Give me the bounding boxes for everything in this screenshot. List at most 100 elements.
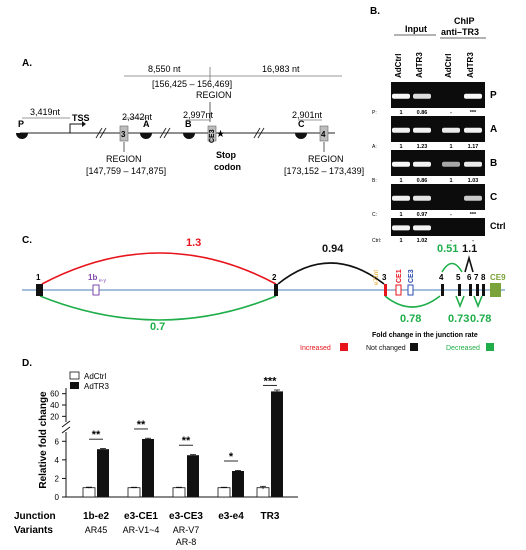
gel-quant-value: *** [470,212,477,218]
exon-ce3 [407,284,414,296]
legend-decreased-swatch [486,343,494,351]
category-label: e3-e4 [218,511,244,522]
gel-quant-value: 1.02 [417,238,428,244]
y-axis-label: Relative fold change [38,391,49,489]
exon-7 [476,284,479,296]
exon-6 [469,284,472,296]
exon-ce3-label: CE3 [408,269,415,283]
chart-category-labels: 1b-e2AR45e3-CE1AR-V1~4e3-CE3AR-V7AR-8e3-… [83,511,280,547]
gel-row-label: A [490,124,497,135]
region-main-label: REGION [196,90,232,100]
variant-label: AR-V1~4 [123,525,160,535]
legend-adtr3-swatch [70,382,79,389]
exon-ce9-label: CE9 [490,273,506,282]
category-label: TR3 [261,511,280,522]
exon-5 [458,284,461,296]
legend-increased-label: Increased [300,345,331,352]
exon-4-box [319,125,329,142]
legend-decreased-label: Decreased [446,345,480,352]
lane-label-1: AdTR3 [415,52,424,78]
fold-1-3: 1.3 [186,237,201,249]
variant-label: AR45 [85,525,108,535]
exon-6-label: 6 [467,273,472,282]
gel-quant-value: *** [470,110,477,116]
gel-row-prefix: Ctrl: [372,238,381,244]
category-label: e3-CE3 [169,511,203,522]
fold-1-1: 1.1 [462,243,477,255]
ce3-box [207,125,217,142]
gel-row-label: C [490,192,497,203]
gel-quant-value: 0.86 [417,178,428,184]
exon-7-label: 7 [474,273,479,282]
gel-quant-value: 1 [399,238,402,244]
significance-label: ** [92,429,101,441]
gel-quant-value: - [450,212,452,218]
gel-quant-value: 1 [399,110,402,116]
arc-4-5-green [441,262,463,273]
gel-quant-value: 1 [399,144,402,150]
panel-c-letter: C. [22,235,32,246]
arc-1-2-green [39,295,277,321]
significance-label: * [229,451,234,463]
gel-quant-value: - [450,238,452,244]
exon-1 [36,284,43,296]
site-a-marker [140,133,152,139]
exon-3 [384,284,387,296]
chart-bars: ********** [82,375,283,498]
span-left-label: 8,550 nt [148,64,181,74]
stop-codon-line1: Stop [216,150,236,160]
arc-1b-2-red [41,252,277,285]
bar-adtr3-1 [142,438,154,497]
category-label: 1b-e2 [83,511,110,522]
gel-band [464,93,482,99]
gel-quant-value: 0.97 [417,212,428,218]
legend-adctrl-label: AdCtrl [84,372,106,381]
legend-increased-swatch [340,343,348,351]
gel-band [442,161,460,167]
gel-quant-value: - [450,110,452,116]
legend-adctrl-swatch [69,371,80,380]
panel-a-letter: A. [22,58,32,69]
fold-0-7: 0.7 [150,321,165,333]
gel-row-prefix: A: [372,144,377,150]
y-tick-label: 0 [55,493,60,502]
gel-quant-value: 0.86 [417,110,428,116]
variant-label-line2: AR-8 [176,537,197,547]
stop-codon-line2: codon [214,162,241,172]
exon-3-label: 3 [121,130,126,139]
exon-1b-label: 1b [88,273,97,282]
bar-adctrl-0 [82,487,96,498]
gel-image [391,218,485,236]
exon-ce9 [490,283,501,297]
bar-adtr3-4 [271,391,283,497]
exon-8 [482,284,485,296]
gel-band [413,225,431,231]
bar-adtr3-0 [97,449,109,497]
bar-adtr3-2 [187,455,199,497]
arc-7-8-green [473,295,483,309]
gel-quant-value: 1 [449,178,452,184]
dist-b: 2,997nt [183,110,214,120]
arc-2-3-black [277,262,385,285]
lane-label-2: AdCtrl [444,54,453,78]
gel-row-prefix: C: [372,212,377,218]
gel-row-label: B [490,158,497,169]
gel-quant-value: 1 [399,178,402,184]
exon-1b [92,284,100,296]
exon-3-label-c: 3 [382,273,387,282]
variant-label: AR-V7 [173,525,200,535]
legend-title: Fold change in the junction rate [372,332,478,339]
gel-band [392,225,410,231]
fold-0-78a: 0.78 [400,313,421,325]
site-p-label: P [18,119,24,129]
site-b-marker [183,133,195,139]
gel-band [464,127,482,133]
arc-3-4-green [384,295,441,308]
bar-adctrl-2 [172,487,186,498]
